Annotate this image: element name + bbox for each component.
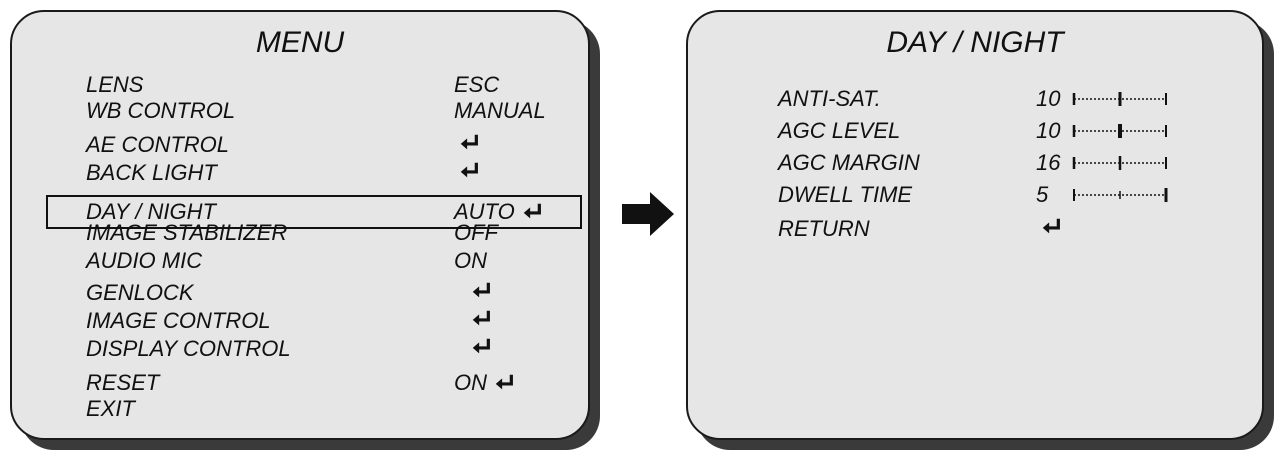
setting-value: 5: [1036, 182, 1049, 207]
menu-item-label: AE CONTROL: [86, 132, 230, 157]
setting-value: 10: [1036, 118, 1061, 143]
setting-label: RETURN: [778, 216, 870, 241]
arrow-right-icon: [622, 192, 674, 236]
enter-icon: [460, 134, 478, 150]
menu-item-value: ON: [454, 370, 515, 396]
level-slider[interactable]: [1072, 188, 1168, 202]
menu-item-label: AUDIO MIC: [86, 248, 203, 273]
setting-label: ANTI-SAT.: [778, 86, 881, 111]
setting-value: 10: [1036, 86, 1061, 111]
enter-icon: [495, 374, 513, 390]
menu-item-label: DISPLAY CONTROL: [86, 336, 291, 361]
setting-label: AGC MARGIN: [778, 150, 920, 175]
setting-label: DWELL TIME: [778, 182, 913, 207]
setting-value: 16: [1036, 150, 1061, 175]
menu-item-value: ESC: [454, 72, 500, 97]
menu-title: MENU: [255, 26, 345, 59]
menu-item-label: BACK LIGHT: [86, 160, 217, 185]
enter-icon: [523, 203, 541, 219]
enter-icon: [472, 282, 490, 298]
enter-icon: [460, 162, 478, 178]
menu-item-label: DAY / NIGHT: [86, 199, 216, 224]
menu-item-value: OFF: [454, 220, 498, 245]
level-slider[interactable]: [1072, 124, 1168, 138]
menu-item-label: LENS: [86, 72, 144, 97]
enter-icon: [472, 310, 490, 326]
menu-item-value: MANUAL: [454, 98, 546, 123]
selected-item-highlight: [46, 195, 582, 229]
level-slider[interactable]: [1072, 92, 1168, 106]
menu-item-label: EXIT: [86, 396, 135, 421]
enter-icon: [1042, 218, 1060, 234]
main-menu-panel: MENU LENS ESC WB CONTROL MANUAL AE CONTR…: [10, 10, 590, 440]
menu-item-label: WB CONTROL: [86, 98, 236, 123]
day-night-title: DAY / NIGHT: [886, 26, 1064, 59]
menu-item-value: AUTO: [454, 199, 543, 225]
day-night-panel: DAY / NIGHT ANTI-SAT. 10 AGC LEVEL 10: [686, 10, 1264, 440]
menu-item-value: ON: [454, 248, 487, 273]
menu-item-label: RESET: [86, 370, 160, 395]
menu-item-label: GENLOCK: [86, 280, 194, 305]
level-slider[interactable]: [1072, 156, 1168, 170]
menu-item-label: IMAGE CONTROL: [86, 308, 271, 333]
menu-item-label: IMAGE STABILIZER: [86, 220, 288, 245]
setting-label: AGC LEVEL: [778, 118, 901, 143]
enter-icon: [472, 338, 490, 354]
